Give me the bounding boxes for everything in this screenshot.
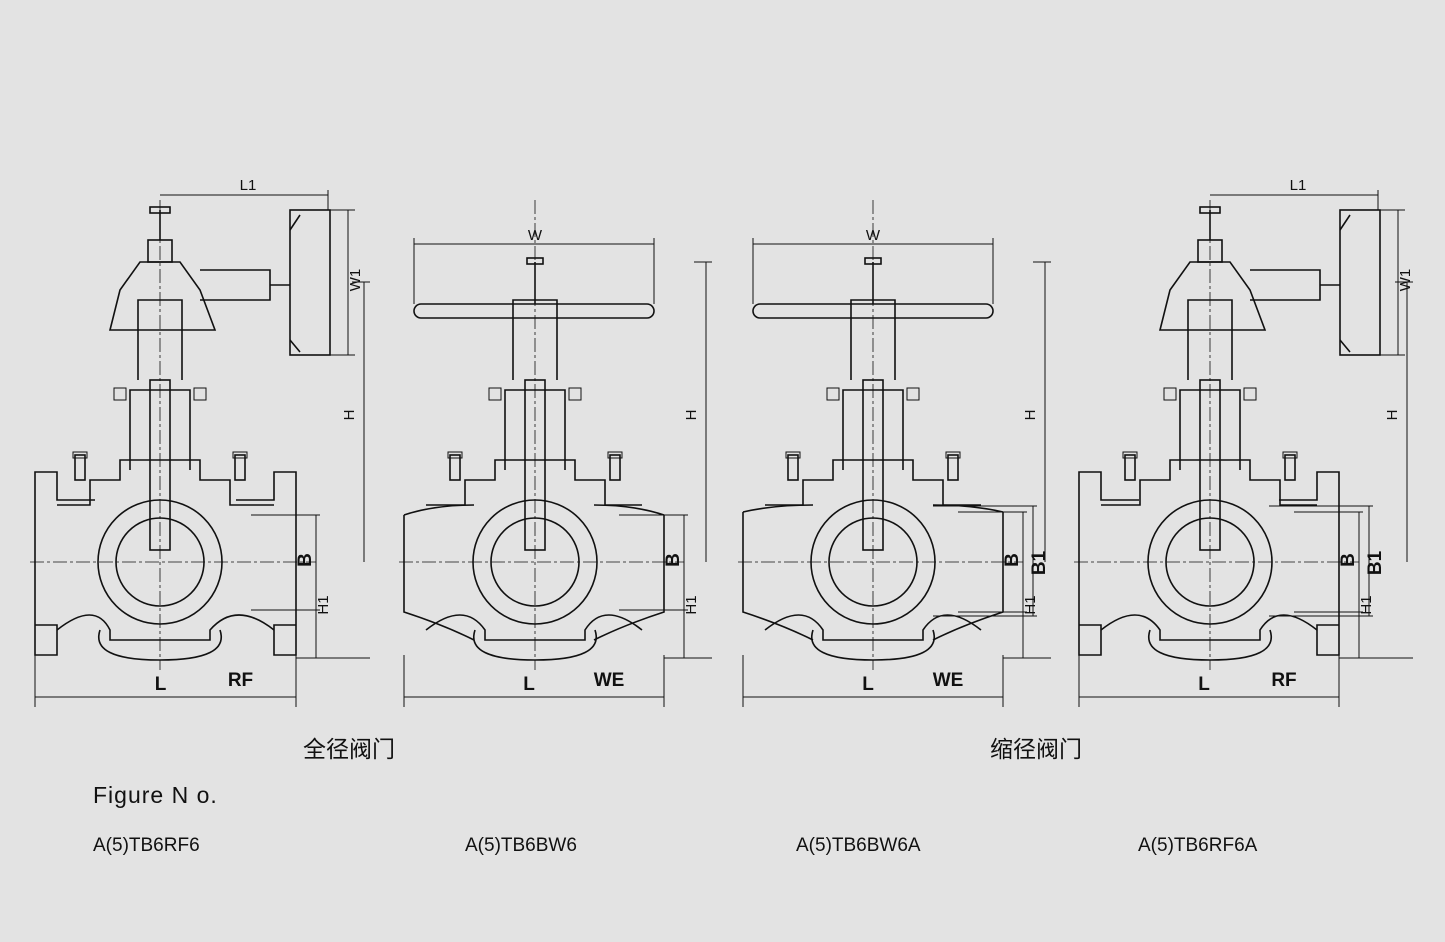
dim-l: L bbox=[1198, 674, 1210, 695]
dim-b: B bbox=[1002, 553, 1023, 567]
dim-h: H bbox=[1022, 410, 1039, 421]
model-label-1: A(5)TB6RF6 bbox=[93, 835, 200, 856]
end-type-label: RF bbox=[1271, 670, 1296, 691]
figure-number-label: Figure N o. bbox=[93, 782, 218, 808]
caption-full-bore: 全径阀门 bbox=[303, 737, 395, 763]
dim-l: L bbox=[862, 674, 874, 695]
end-type-label: WE bbox=[594, 670, 625, 691]
dim-l1: L1 bbox=[240, 177, 257, 194]
model-label-2: A(5)TB6BW6 bbox=[465, 835, 577, 856]
dim-w1: W1 bbox=[347, 269, 364, 292]
model-label-4: A(5)TB6RF6A bbox=[1138, 835, 1258, 856]
valve-view-2: W H H1 B L WE bbox=[399, 200, 712, 707]
dim-h1: H1 bbox=[315, 595, 332, 614]
dim-h1: H1 bbox=[1358, 595, 1375, 614]
valve-view-3: W H H1 B B1L WE bbox=[738, 200, 1051, 707]
dim-w: W bbox=[528, 227, 543, 244]
dim-w: W bbox=[866, 227, 881, 244]
dim-l1: L1 bbox=[1290, 177, 1307, 194]
dim-h: H bbox=[683, 410, 700, 421]
dim-w1: W1 bbox=[1397, 269, 1414, 292]
model-label-3: A(5)TB6BW6A bbox=[796, 835, 921, 856]
dim-h1: H1 bbox=[683, 595, 700, 614]
end-type-label: RF bbox=[228, 670, 253, 691]
dim-h: H bbox=[1384, 410, 1401, 421]
dim-l: L bbox=[523, 674, 535, 695]
dim-b: B bbox=[1338, 553, 1359, 567]
dim-h: H bbox=[341, 410, 358, 421]
dim-l: L bbox=[155, 674, 167, 695]
dim-b1: B1 bbox=[1029, 550, 1050, 575]
dim-b: B bbox=[663, 553, 684, 567]
caption-reduced-bore: 缩径阀门 bbox=[990, 737, 1082, 763]
dim-b: B bbox=[295, 553, 316, 567]
dim-h1: H1 bbox=[1022, 595, 1039, 614]
dim-b1: B1 bbox=[1365, 550, 1386, 575]
end-type-label: WE bbox=[933, 670, 964, 691]
